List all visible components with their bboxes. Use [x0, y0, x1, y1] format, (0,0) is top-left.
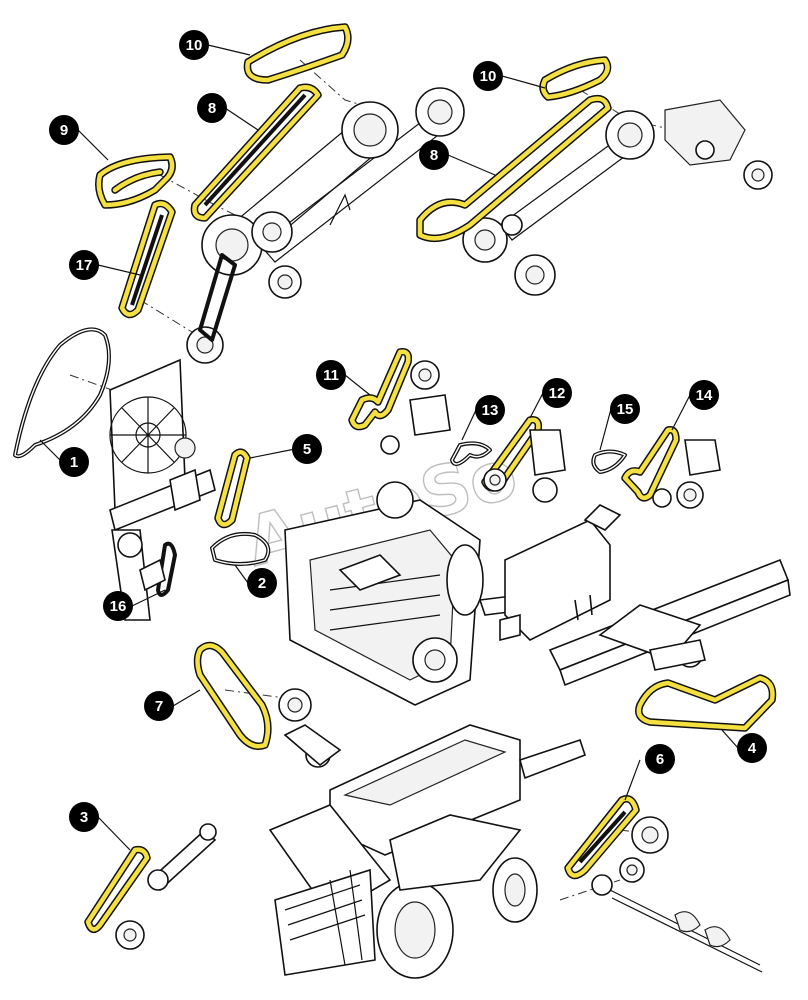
callout-16: 16 [103, 591, 133, 621]
exhaust-assembly [499, 504, 622, 642]
svg-text:13: 13 [482, 402, 499, 419]
callout-9: 9 [49, 115, 79, 145]
callout-13: 13 [475, 395, 505, 425]
callout-2: 2 [247, 568, 277, 598]
svg-text:17: 17 [76, 257, 93, 274]
pulley-group-6 [591, 816, 763, 973]
upper-drive-assembly [186, 87, 465, 364]
callout-8-left: 8 [197, 93, 227, 123]
yellow-belts [84, 23, 777, 934]
fan-assembly [109, 358, 216, 621]
combine-harvester [268, 724, 587, 979]
callout-10-right: 10 [473, 61, 503, 91]
leader-lines [39, 44, 739, 851]
svg-text:10: 10 [186, 37, 203, 54]
callout-5: 5 [292, 434, 322, 464]
svg-text:15: 15 [617, 401, 634, 418]
upper-right-assembly [462, 99, 773, 296]
svg-text:9: 9 [60, 122, 68, 139]
callout-12: 12 [542, 378, 572, 408]
svg-text:7: 7 [155, 698, 163, 715]
svg-text:10: 10 [480, 68, 497, 85]
svg-text:2: 2 [258, 575, 266, 592]
callout-7: 7 [144, 691, 174, 721]
callout-17: 17 [69, 250, 99, 280]
svg-text:11: 11 [323, 367, 339, 384]
svg-text:5: 5 [303, 441, 311, 458]
svg-text:1: 1 [70, 454, 78, 471]
svg-text:6: 6 [656, 751, 664, 768]
callout-11: 11 [316, 360, 346, 390]
chassis-rail [548, 558, 791, 687]
callout-3: 3 [69, 802, 99, 832]
callout-1: 1 [59, 447, 89, 477]
callout-14: 14 [689, 380, 719, 410]
svg-text:4: 4 [748, 740, 757, 757]
callouts: 10 8 9 17 10 8 1 5 2 16 7 4 6 3 11 12 13… [49, 30, 767, 832]
svg-text:8: 8 [430, 147, 438, 164]
belt-3 [84, 845, 151, 934]
svg-text:3: 3 [80, 809, 88, 826]
components-11-12-13 [380, 360, 566, 503]
callout-15: 15 [610, 394, 640, 424]
svg-text:12: 12 [549, 385, 566, 402]
callout-6: 6 [645, 744, 675, 774]
belt-1 [13, 327, 111, 459]
pulley-group-7 [278, 688, 342, 768]
svg-text:8: 8 [208, 100, 216, 117]
callout-10-left: 10 [179, 30, 209, 60]
callout-8-right: 8 [419, 140, 449, 170]
svg-text:16: 16 [110, 598, 127, 615]
svg-text:14: 14 [696, 387, 713, 404]
pulley-group-3 [115, 823, 217, 950]
callout-4: 4 [737, 733, 767, 763]
engine-assembly [284, 481, 527, 706]
components-14-15 [652, 439, 721, 509]
